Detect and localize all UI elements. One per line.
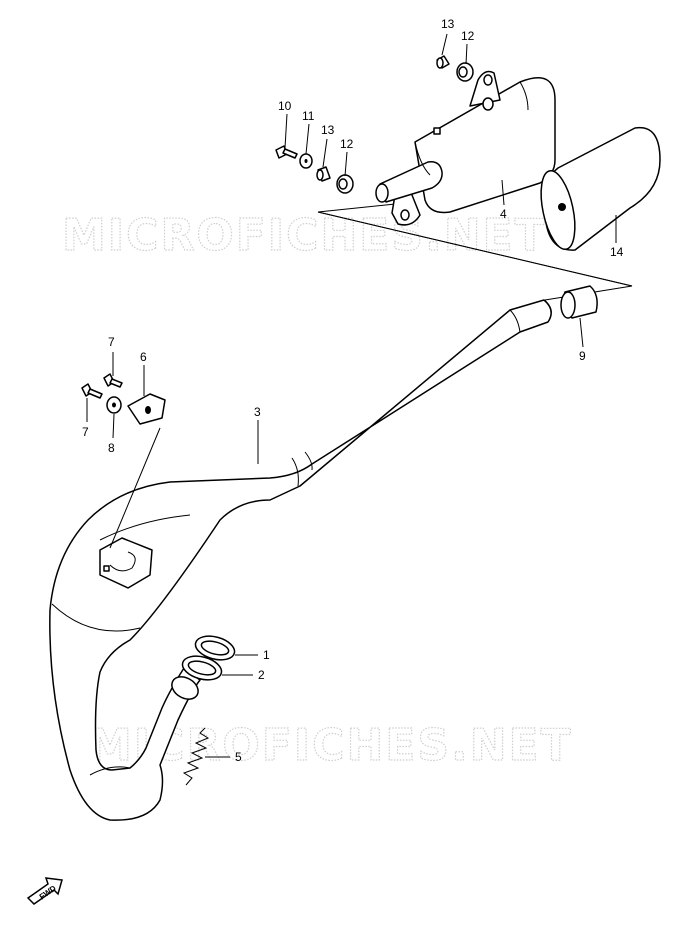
callout-12-top: 12 — [461, 29, 475, 43]
gasket-1[interactable] — [193, 632, 237, 664]
bracket-6[interactable] — [127, 393, 166, 425]
seal-9[interactable] — [560, 285, 598, 319]
glass-wool[interactable] — [535, 126, 661, 253]
callout-14: 14 — [610, 245, 624, 259]
callout-8: 8 — [108, 441, 115, 455]
callout-9: 9 — [579, 349, 586, 363]
gasket-2[interactable] — [180, 652, 224, 684]
washer-11[interactable] — [299, 153, 313, 169]
leader-9 — [579, 317, 584, 348]
leader-12b — [344, 151, 348, 177]
callout-13-top: 13 — [441, 17, 455, 31]
leader-4 — [501, 179, 505, 206]
callout-10: 10 — [278, 99, 292, 113]
bolt-7-upper[interactable] — [103, 373, 123, 388]
spring-5[interactable] — [182, 727, 210, 786]
callout-7-upper: 7 — [108, 335, 115, 349]
callout-12: 12 — [340, 137, 354, 151]
callout-2: 2 — [258, 668, 265, 682]
callout-7-lower: 7 — [82, 425, 89, 439]
assembly-line — [317, 211, 633, 287]
leader-8 — [112, 413, 115, 439]
callout-13: 13 — [321, 123, 335, 137]
bolt-7-lower[interactable] — [81, 383, 103, 399]
watermark-top: MICROFICHES.NET — [62, 210, 547, 261]
grommet-12-top[interactable] — [456, 62, 474, 82]
callout-3: 3 — [254, 405, 261, 419]
washer-8[interactable] — [106, 396, 122, 414]
callout-11: 11 — [302, 109, 315, 123]
callout-4: 4 — [500, 207, 507, 221]
callout-1: 1 — [263, 648, 270, 662]
fwd-arrow-icon: FWD — [26, 877, 63, 905]
bolt-13-top[interactable] — [436, 55, 450, 69]
leader-10 — [284, 113, 288, 149]
grommet-12[interactable] — [336, 174, 354, 194]
leader-13b — [322, 138, 328, 168]
leader-6-to-bracket — [109, 427, 161, 549]
callout-5: 5 — [235, 750, 242, 764]
bolt-10[interactable] — [275, 145, 298, 159]
muffler[interactable] — [375, 70, 556, 226]
callout-6: 6 — [140, 350, 147, 364]
leader-11 — [305, 123, 310, 155]
assembly-line-muffler — [317, 203, 396, 213]
exhaust-pipe[interactable] — [49, 299, 552, 821]
leader-12a — [465, 43, 468, 65]
leader-13a — [441, 33, 448, 56]
collar-13[interactable] — [316, 166, 331, 182]
